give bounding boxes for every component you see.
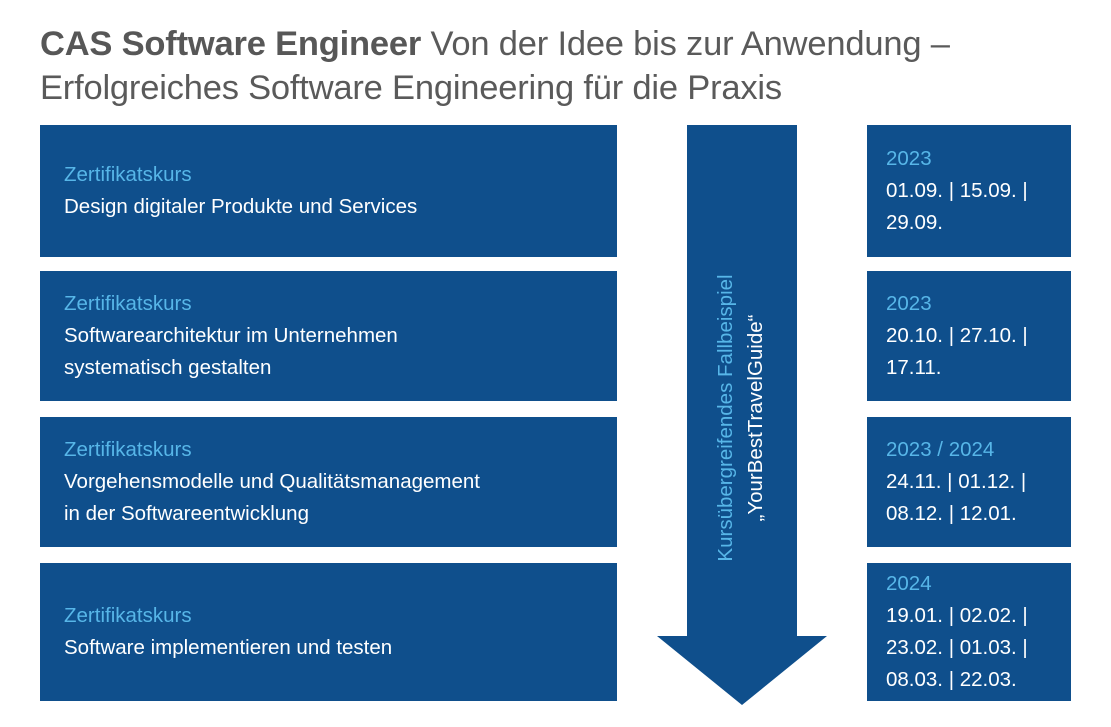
course-name: in der Softwareentwicklung	[64, 502, 309, 525]
course-box-4: Zertifikatskurs Software implementieren …	[40, 563, 617, 701]
schedule-dates: 29.09.	[886, 211, 943, 234]
course-name: systematisch gestalten	[64, 356, 272, 379]
schedule-dates: 01.09. | 15.09. |	[886, 179, 1028, 202]
course-box-2: Zertifikatskurs Softwarearchitektur im U…	[40, 271, 617, 401]
course-name: Design digitaler Produkte und Services	[64, 195, 418, 218]
page-title: CAS Software Engineer Von der Idee bis z…	[40, 22, 1090, 110]
course-name: Software implementieren und testen	[64, 636, 393, 659]
schedule-dates: 19.01. | 02.02. |	[886, 604, 1028, 627]
schedule-year: 2023	[886, 292, 932, 315]
course-kind: Zertifikatskurs	[64, 292, 192, 315]
title-bold: CAS Software Engineer	[40, 25, 422, 63]
schedule-box-2: 2023 20.10. | 27.10. | 17.11.	[867, 271, 1071, 401]
arrow-label-line-2: „YourBestTravelGuide“	[744, 314, 767, 522]
course-box-3: Zertifikatskurs Vorgehensmodelle und Qua…	[40, 417, 617, 547]
title-line-2: Erfolgreiches Software Engineering für d…	[40, 69, 782, 107]
schedule-year: 2024	[886, 572, 932, 595]
schedule-year: 2023	[886, 147, 932, 170]
course-kind: Zertifikatskurs	[64, 438, 192, 461]
schedule-dates: 20.10. | 27.10. |	[886, 324, 1028, 347]
schedule-box-4: 2024 19.01. | 02.02. | 23.02. | 01.03. |…	[867, 563, 1071, 701]
course-name: Vorgehensmodelle und Qualitätsmanagement	[64, 470, 480, 493]
course-kind: Zertifikatskurs	[64, 163, 192, 186]
schedule-box-1: 2023 01.09. | 15.09. | 29.09.	[867, 125, 1071, 257]
course-kind: Zertifikatskurs	[64, 604, 192, 627]
schedule-dates: 24.11. | 01.12. |	[886, 470, 1027, 493]
title-line-1: CAS Software Engineer Von der Idee bis z…	[40, 22, 1090, 66]
schedule-dates: 08.03. | 22.03.	[886, 668, 1017, 691]
course-box-1: Zertifikatskurs Design digitaler Produkt…	[40, 125, 617, 257]
schedule-dates: 23.02. | 01.03. |	[886, 636, 1028, 659]
schedule-year: 2023 / 2024	[886, 438, 995, 461]
schedule-box-3: 2023 / 2024 24.11. | 01.12. | 08.12. | 1…	[867, 417, 1071, 547]
down-arrow-shape	[657, 125, 827, 705]
course-name: Softwarearchitektur im Unternehmen	[64, 324, 398, 347]
title-line-1-rest: Von der Idee bis zur Anwendung –	[421, 25, 950, 63]
schedule-dates: 08.12. | 12.01.	[886, 502, 1017, 525]
arrow-label-line-1: Kursübergreifendes Fallbeispiel	[714, 274, 737, 562]
schedule-dates: 17.11.	[886, 356, 942, 379]
